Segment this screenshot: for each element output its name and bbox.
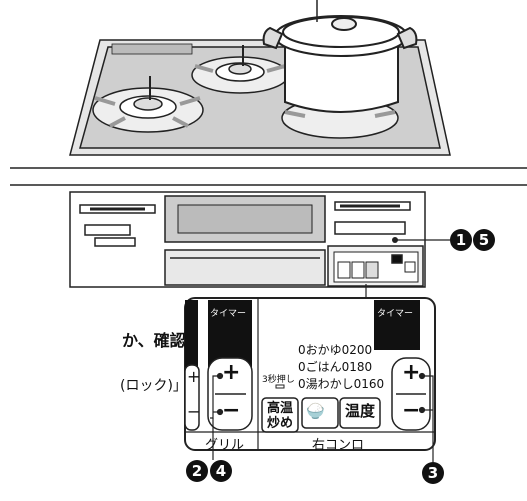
- itame-label: 炒め: [266, 416, 293, 431]
- three-sec-label: 3秒押し: [262, 375, 295, 385]
- left-burner: [92, 76, 204, 133]
- front-cabinet: [69, 191, 426, 288]
- koon-itame-button[interactable]: 高温 炒め: [262, 401, 298, 431]
- callout-2: 2: [186, 460, 208, 482]
- callout-1: 1: [450, 229, 472, 251]
- left-edge-plus: +: [187, 367, 201, 386]
- center-burner: [191, 45, 289, 94]
- grill-plus-button[interactable]: +: [222, 360, 241, 385]
- callout-3: 3: [422, 462, 444, 484]
- leader-lines-bottom: [210, 372, 434, 462]
- menu-okayu: 0おかゆ0200: [298, 343, 373, 357]
- menu-gohan: 0ごはん0180: [298, 360, 373, 374]
- instruction-text-line2: (ロック)」: [120, 378, 187, 394]
- callout-4: 4: [210, 460, 232, 482]
- right-plus-button[interactable]: +: [402, 360, 421, 385]
- rice-pot-icon[interactable]: 🍚: [306, 402, 325, 420]
- grill-minus-button[interactable]: −: [222, 398, 241, 423]
- right-konro-label: 右コンロ: [312, 438, 365, 453]
- koon-label: 高温: [266, 401, 293, 416]
- magnified-panel: [184, 297, 436, 451]
- ondo-button[interactable]: 温度: [344, 402, 375, 420]
- left-edge-minus: −: [187, 402, 201, 421]
- instruction-text-line1: か、確認: [122, 331, 186, 350]
- grill-label: グリル: [205, 438, 245, 453]
- counter-lines: [10, 167, 527, 186]
- right-minus-button[interactable]: −: [402, 398, 421, 423]
- menu-yuwakashi: 0湯わかし0160: [298, 377, 385, 391]
- timer-label-left: タイマー: [210, 309, 247, 319]
- callout-5: 5: [473, 229, 495, 251]
- timer-label-right: タイマー: [377, 309, 414, 319]
- pot: [262, 0, 418, 113]
